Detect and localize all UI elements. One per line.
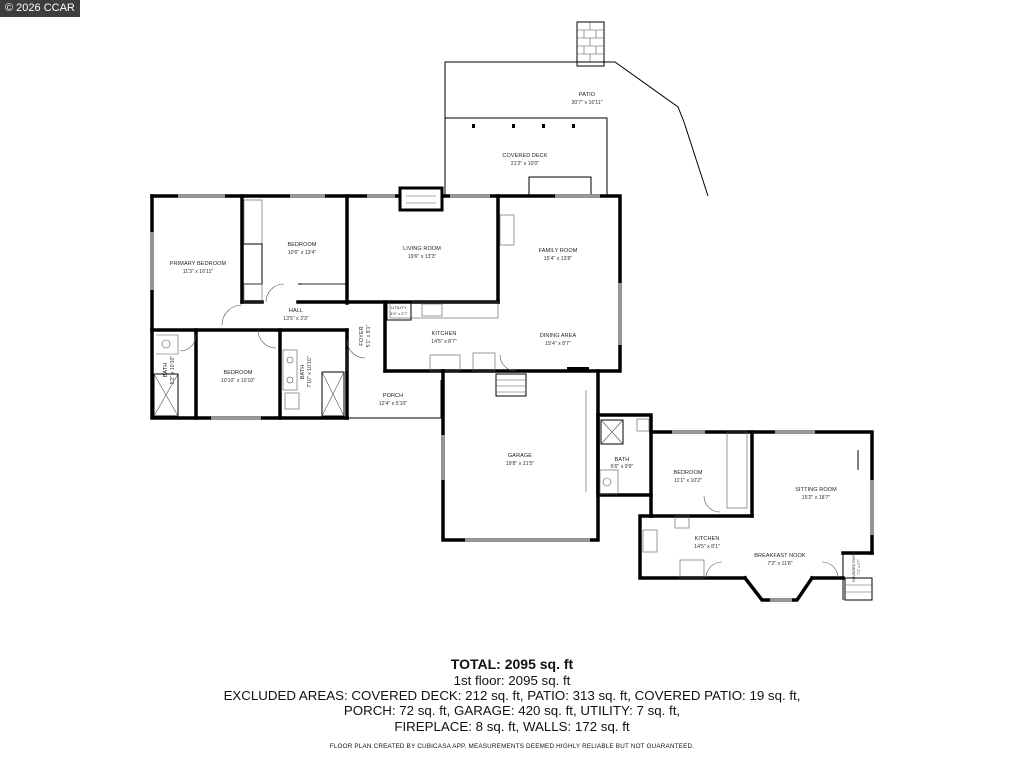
svg-text:14'5" x 8'1": 14'5" x 8'1" (694, 544, 720, 550)
main-interior-details (153, 199, 589, 417)
svg-text:COVERED DECK: COVERED DECK (502, 153, 547, 159)
svg-text:19'8" x 21'5": 19'8" x 21'5" (506, 461, 535, 467)
room-label-hall: HALL 13'5" x 3'3" (283, 308, 309, 322)
room-label-bath-3: BATH 6'6" x 9'9" (611, 457, 634, 470)
room-label-kitchen-annex: KITCHEN 14'5" x 8'1" (694, 536, 720, 550)
main-walls (150, 194, 622, 420)
svg-text:HALL: HALL (289, 308, 303, 314)
room-label-bath-2: BATH 7'10" x 10'10" (300, 356, 313, 387)
room-label-living-room: LIVING ROOM 19'6" x 13'3" (403, 246, 441, 260)
room-label-bedroom-1: BEDROOM 10'6" x 13'4" (287, 242, 316, 256)
total-area: TOTAL: 2095 sq. ft (450, 656, 574, 672)
svg-text:30'7" x 16'11": 30'7" x 16'11" (572, 100, 603, 106)
room-label-kitchen-main: KITCHEN 14'5" x 8'7" (431, 331, 457, 345)
floor-area: 1st floor: 2095 sq. ft (453, 673, 571, 688)
svg-text:11'1" x 10'2": 11'1" x 10'2" (674, 478, 702, 484)
svg-text:DINING AREA: DINING AREA (540, 333, 577, 339)
svg-text:10'6" x 13'4": 10'6" x 13'4" (288, 250, 317, 256)
annex-walls (596, 413, 874, 602)
svg-text:11'3" x 16'11": 11'3" x 16'11" (183, 269, 214, 275)
svg-text:12'4" x 5'10": 12'4" x 5'10" (379, 401, 408, 407)
svg-text:COVERED PATIO: COVERED PATIO (852, 552, 856, 582)
svg-text:5'2" x 10'10": 5'2" x 10'10" (170, 356, 176, 385)
svg-text:BREAKFAST NOOK: BREAKFAST NOOK (754, 553, 806, 559)
annex-interior-details (599, 418, 873, 601)
svg-text:7'10" x 10'10": 7'10" x 10'10" (307, 356, 313, 387)
room-label-dining-area: DINING AREA 15'4" x 8'7" (540, 333, 577, 347)
svg-text:4'9" x 2'7": 4'9" x 2'7" (390, 311, 408, 316)
room-label-covered-deck: COVERED DECK 21'2" x 10'0" (502, 153, 547, 167)
patio-outline (444, 61, 709, 197)
excluded-areas-line-3: FIREPLACE: 8 sq. ft, WALLS: 172 sq. ft (394, 718, 630, 734)
svg-text:7'3" x 11'8": 7'3" x 11'8" (767, 561, 792, 567)
svg-text:19'6" x 13'3": 19'6" x 13'3" (408, 254, 437, 260)
svg-text:21'2" x 10'0": 21'2" x 10'0" (511, 161, 540, 167)
svg-text:FOYER: FOYER (359, 326, 365, 345)
main-doors (179, 283, 517, 373)
svg-text:KITCHEN: KITCHEN (695, 536, 720, 542)
room-label-primary-bedroom: PRIMARY BEDROOM 11'3" x 16'11" (170, 261, 227, 275)
room-label-bedroom-3: BEDROOM 11'1" x 10'2" (673, 470, 702, 484)
room-label-garage: GARAGE 19'8" x 21'5" (506, 453, 535, 467)
fireplace (398, 186, 444, 212)
svg-text:PATIO: PATIO (579, 92, 596, 98)
disclaimer: FLOOR PLAN CREATED BY CUBICASA APP. MEAS… (329, 742, 695, 750)
svg-text:6'6" x 9'9": 6'6" x 9'9" (611, 464, 634, 470)
svg-text:LIVING ROOM: LIVING ROOM (403, 246, 441, 252)
excluded-areas-line-1: EXCLUDED AREAS: COVERED DECK: 212 sq. ft… (223, 688, 801, 704)
svg-text:BATH: BATH (163, 363, 169, 378)
svg-text:BEDROOM: BEDROOM (287, 242, 316, 248)
room-label-patio: PATIO 30'7" x 16'11" (572, 92, 603, 106)
porch-outline (346, 371, 442, 419)
chimney (576, 21, 605, 67)
svg-text:FAMILY ROOM: FAMILY ROOM (539, 248, 578, 254)
floor-plan: PATIO 30'7" x 16'11" COVERED DECK 21'2" … (150, 21, 874, 602)
svg-text:15'4" x 13'8": 15'4" x 13'8" (544, 256, 573, 262)
room-label-porch: PORCH 12'4" x 5'10" (379, 393, 408, 407)
svg-text:15'2" x 18'7": 15'2" x 18'7" (802, 495, 831, 501)
room-label-covered-patio: COVERED PATIO 7'2" x 2'7" (852, 552, 861, 582)
svg-text:BEDROOM: BEDROOM (223, 370, 252, 376)
svg-text:UTILITY: UTILITY (391, 305, 407, 310)
copyright-watermark: © 2026 CCAR (0, 0, 80, 17)
svg-text:BEDROOM: BEDROOM (673, 470, 702, 476)
svg-text:BATH: BATH (615, 457, 630, 463)
svg-text:5'1" x 8'1": 5'1" x 8'1" (366, 325, 372, 348)
room-label-sitting-room: SITTING ROOM 15'2" x 18'7" (795, 487, 837, 501)
excluded-areas-line-2: PORCH: 72 sq. ft, GARAGE: 420 sq. ft, UT… (343, 703, 681, 719)
covered-deck-outline (445, 117, 608, 196)
svg-text:BATH: BATH (300, 365, 306, 380)
room-label-family-room: FAMILY ROOM 15'4" x 13'8" (539, 248, 578, 262)
room-label-utility: UTILITY 4'9" x 2'7" (390, 305, 408, 316)
room-label-breakfast-nook: BREAKFAST NOOK 7'3" x 11'8" (754, 553, 806, 567)
svg-text:10'10" x 10'10": 10'10" x 10'10" (221, 378, 255, 384)
deck-steps (528, 176, 592, 197)
area-summary: TOTAL: 2095 sq. ft 1st floor: 2095 sq. f… (0, 656, 1024, 750)
svg-text:SITTING ROOM: SITTING ROOM (795, 487, 837, 493)
svg-text:GARAGE: GARAGE (508, 453, 532, 459)
main-windows (150, 194, 622, 420)
room-label-bath-1: BATH 5'2" x 10'10" (163, 356, 176, 385)
room-label-foyer: FOYER 5'1" x 8'1" (359, 325, 372, 348)
svg-text:PORCH: PORCH (383, 393, 403, 399)
svg-text:PRIMARY BEDROOM: PRIMARY BEDROOM (170, 261, 227, 267)
svg-text:15'4" x 8'7": 15'4" x 8'7" (545, 341, 571, 347)
deck-posts (472, 124, 575, 128)
room-label-bedroom-2: BEDROOM 10'10" x 10'10" (221, 370, 255, 384)
svg-text:KITCHEN: KITCHEN (432, 331, 457, 337)
svg-text:14'5" x 8'7": 14'5" x 8'7" (431, 339, 457, 345)
svg-text:13'5" x 3'3": 13'5" x 3'3" (283, 316, 309, 322)
svg-text:7'2" x 2'7": 7'2" x 2'7" (857, 558, 861, 574)
annex-windows (672, 430, 874, 602)
